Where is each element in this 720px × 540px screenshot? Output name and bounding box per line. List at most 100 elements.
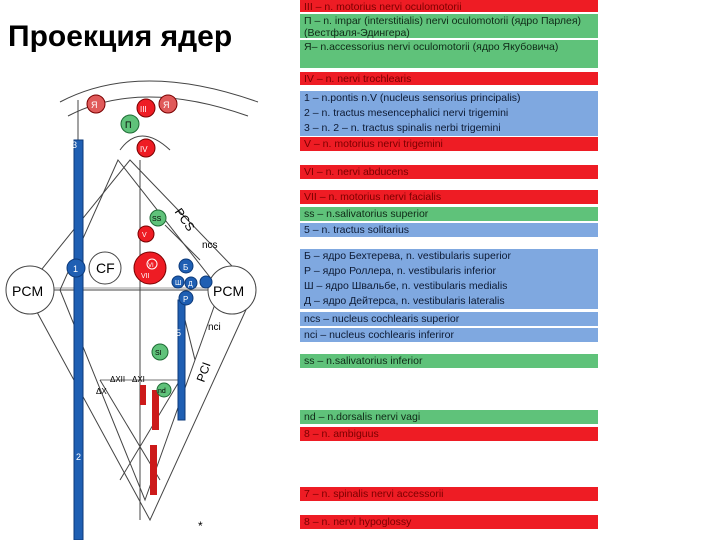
ss-label: SS xyxy=(152,216,162,223)
nd-label: nd xyxy=(158,388,166,395)
cf-circle xyxy=(88,251,122,285)
si-label: SI xyxy=(155,350,162,357)
legend-text: 2 – n. tractus mesencephalici nervi trig… xyxy=(304,107,509,119)
legend-item: ss – n.salivatorius inferior xyxy=(300,354,598,368)
legend-text: IV – n. nervi trochlearis xyxy=(304,73,412,85)
sh-nucleus xyxy=(171,275,185,289)
legend-text: 5 – n. tractus solitarius xyxy=(304,224,410,236)
d-nucleus xyxy=(184,276,198,290)
d-label: Д xyxy=(188,281,193,288)
calamus-line-right xyxy=(119,379,181,481)
legend-text: 8 – n. nervi hypoglossy xyxy=(304,516,412,528)
vi-label: VI xyxy=(148,263,154,269)
v-label: V xyxy=(142,232,147,239)
legend-item: III – n. motorius nervi oculomotorii xyxy=(300,0,598,12)
ax2-label: ΔXI xyxy=(132,375,145,384)
r-label: Р xyxy=(183,295,188,304)
legend-item: 3 – n. 2 – n. tractus spinalis nerbi tri… xyxy=(300,121,598,136)
legend-item: П – n. impar (interstitialis) nervi ocul… xyxy=(300,14,598,38)
legend-item: 2 – n. tractus mesencephalici nervi trig… xyxy=(300,106,598,121)
legend-item: Д – ядро Дейтерса, n. vestibularis later… xyxy=(300,294,598,309)
legend-text: Б – ядро Бехтерева, n. vestibularis supe… xyxy=(304,250,511,262)
pcm-left-circle xyxy=(5,265,55,315)
legend-item: 8 – n. nervi hypoglossy xyxy=(300,515,598,529)
pcs-line xyxy=(164,224,201,261)
ya-right-label: Я xyxy=(163,100,170,110)
legend-text: nci – nucleus cochlearis inferiror xyxy=(304,329,454,341)
p-nucleus xyxy=(120,114,140,134)
legend-item: 7 – n. spinalis nervi accessorii xyxy=(300,487,598,501)
legend-item: VI – n. nervi abducens xyxy=(300,165,598,179)
page-title: Проекция ядер xyxy=(8,20,233,53)
solitary-tract-column xyxy=(177,299,186,421)
legend-text: Р – ядро Роллера, n. vestibularis inferi… xyxy=(304,265,497,277)
legend-text: 3 – n. 2 – n. tractus spinalis nerbi tri… xyxy=(304,122,501,134)
num2-label: 2 xyxy=(76,452,81,462)
hypoglossal-column xyxy=(140,385,146,405)
iv-label: IV xyxy=(140,145,148,154)
legend-item: IV – n. nervi trochlearis xyxy=(300,72,598,85)
ncs-nucleus xyxy=(199,275,213,289)
legend-item: Б – ядро Бехтерева, n. vestibularis supe… xyxy=(300,249,598,264)
pci-label: PCI xyxy=(194,360,214,384)
legend-text: Я– n.accessorius nervi oculomotorii (ядр… xyxy=(304,41,559,53)
iii-label: III xyxy=(140,105,147,114)
pcs-label: PCS xyxy=(172,205,198,233)
legend-item: ss – n.salivatorius superior xyxy=(300,207,598,221)
pcm-right-label: PCM xyxy=(213,283,244,299)
legend-item: ncs – nucleus cochlearis superior xyxy=(300,312,598,326)
legend-item: nci – nucleus cochlearis inferiror xyxy=(300,328,598,342)
legend-item: nd – n.dorsalis nervi vagi xyxy=(300,410,598,424)
legend-text: П – n. impar (interstitialis) nervi ocul… xyxy=(304,15,582,38)
accessory-column xyxy=(150,445,157,495)
legend-text: III – n. motorius nervi oculomotorii xyxy=(304,1,462,12)
num3-label: 3 xyxy=(72,140,77,150)
num1-label: 1 xyxy=(73,264,78,274)
iv-nucleus xyxy=(136,138,156,158)
legend-text: Д – ядро Дейтерса, n. vestibularis later… xyxy=(304,295,505,307)
legend-text: ss – n.salivatorius inferior xyxy=(304,355,423,367)
pci-line xyxy=(184,319,196,361)
pcm-right-circle xyxy=(207,265,257,315)
ncs-label: ncs xyxy=(202,240,218,251)
legend-item: 8 – n. ambiguus xyxy=(300,427,598,441)
axii-label: ΔXII xyxy=(110,375,125,384)
ya-left-nucleus xyxy=(86,94,106,114)
nd-nucleus xyxy=(156,382,172,398)
midbrain-arc-inner xyxy=(67,96,249,117)
sh-label: Ш xyxy=(175,280,181,287)
ya-right-nucleus xyxy=(158,94,178,114)
asterisk-label: * xyxy=(198,519,203,533)
vi-nucleus xyxy=(146,258,158,270)
legend-text: 1 – n.pontis n.V (nucleus sensorius prin… xyxy=(304,92,521,104)
b-label: Б xyxy=(183,263,188,272)
legend-item: V – n. motorius nervi trigemini xyxy=(300,137,598,151)
legend-text: nd – n.dorsalis nervi vagi xyxy=(304,411,421,423)
ax-label: ΔX xyxy=(96,387,107,396)
trigeminal-spinal-column xyxy=(73,139,84,540)
r-nucleus xyxy=(178,290,194,306)
legend-item: 5 – n. tractus solitarius xyxy=(300,223,598,237)
vii-label: VII xyxy=(141,273,150,280)
midbrain-arc-small xyxy=(119,135,171,151)
legend-text: 7 – n. spinalis nervi accessorii xyxy=(304,488,444,500)
legend-item: 1 – n.pontis n.V (nucleus sensorius prin… xyxy=(300,91,598,106)
legend-item: Р – ядро Роллера, n. vestibularis inferi… xyxy=(300,264,598,279)
pontine-nucleus xyxy=(66,258,86,278)
ss-superior-nucleus xyxy=(149,209,167,227)
p-label: П xyxy=(125,120,131,130)
legend-text: ncs – nucleus cochlearis superior xyxy=(304,313,460,325)
nci-label: nci xyxy=(208,322,221,333)
ya-left-label: Я xyxy=(91,100,98,110)
si-nucleus xyxy=(151,343,169,361)
cf-label: CF xyxy=(96,260,115,276)
rhomboid-fossa-outline xyxy=(24,159,256,522)
iii-nucleus xyxy=(136,98,156,118)
legend-item: Ш – ядро Швальбе, n. vestibularis medial… xyxy=(300,279,598,294)
midbrain-arc-outer xyxy=(59,80,259,103)
legend-text: 8 – n. ambiguus xyxy=(304,428,379,440)
legend-item: VII – n. motorius nervi facialis xyxy=(300,190,598,204)
pcm-left-label: PCM xyxy=(12,283,43,299)
ambiguus-column xyxy=(152,390,159,430)
legend-text: V – n. motorius nervi trigemini xyxy=(304,138,443,150)
